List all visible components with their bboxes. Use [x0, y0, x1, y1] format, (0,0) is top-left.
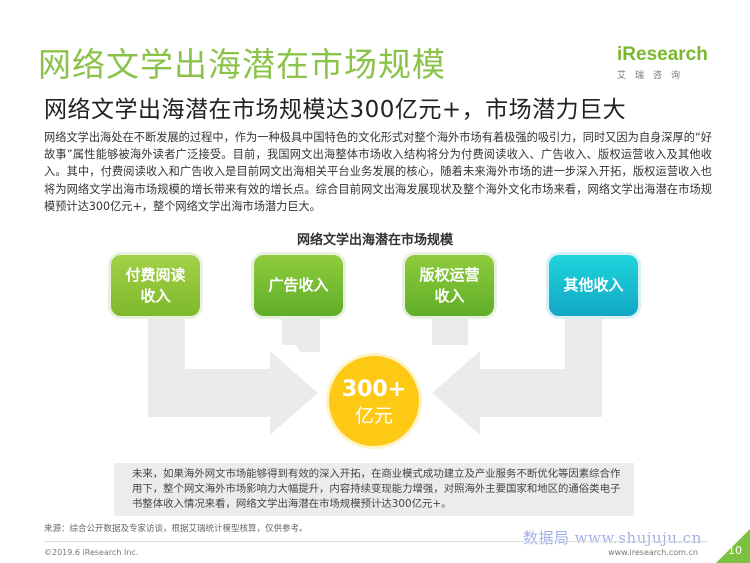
- arrow-left-outer: [148, 318, 318, 435]
- watermark: 数据局 www.shujuju.cn: [523, 529, 702, 547]
- arrow-right-outer: [432, 318, 602, 435]
- total-unit: 亿元: [354, 405, 393, 427]
- arrow-left-inner-body: [282, 318, 318, 345]
- page-subtitle: 网络文学出海潜在市场规模达300亿元+，市场潜力巨大: [44, 97, 627, 123]
- box-paid-reading: 付费阅读 收入: [108, 252, 203, 319]
- page-corner: [716, 529, 750, 563]
- logo-subtext: 艾瑞咨询: [617, 71, 690, 81]
- total-value: 300+: [341, 377, 407, 402]
- footer-divider: [44, 541, 708, 542]
- box-copyright: 版权运营 收入: [402, 252, 497, 319]
- copyright: ©2019.6 iResearch Inc.: [44, 548, 139, 557]
- intro-paragraph: 网络文学出海处在不断发展的过程中，作为一种极具中国特色的文化形式对整个海外市场有…: [44, 131, 712, 213]
- page-title: 网络文学出海潜在市场规模: [38, 45, 446, 84]
- box-advertising: 广告收入: [251, 252, 346, 319]
- logo-text: iResearch: [617, 44, 708, 65]
- total-circle: 300+ 亿元: [326, 353, 422, 449]
- page-number: 10: [728, 544, 742, 557]
- note-box: 未来，如果海外网文市场能够得到有效的深入开拓，在商业模式成功建立及产业服务不断优…: [114, 463, 634, 516]
- source-note: 来源：综合公开数据及专家访谈，根据艾瑞统计模型核算，仅供参考。: [44, 524, 308, 534]
- box-other: 其他收入: [546, 252, 641, 319]
- arrow-right-inner-body: [432, 318, 468, 345]
- site-url: www.iresearch.com.cn: [608, 548, 698, 557]
- iresearch-logo: iResearch 艾瑞咨询: [617, 44, 713, 81]
- diagram-title: 网络文学出海潜在市场规模: [296, 233, 453, 248]
